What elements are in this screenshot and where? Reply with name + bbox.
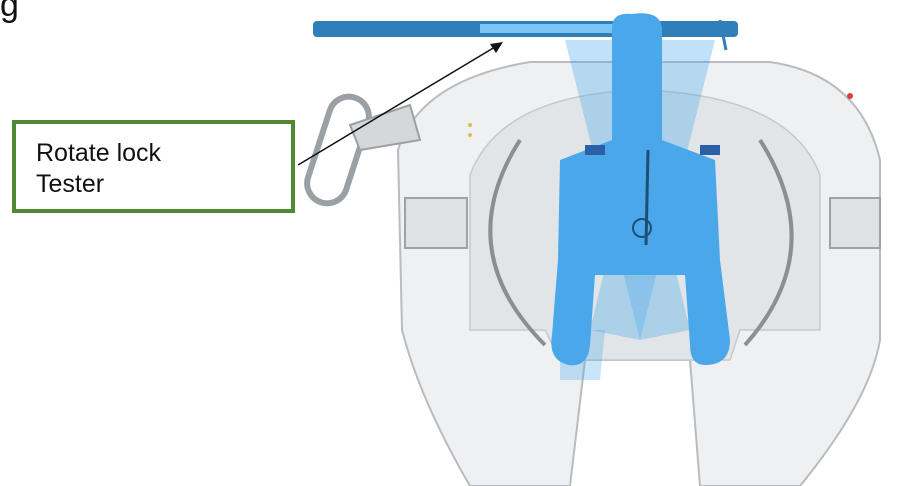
callout-line-2: Tester — [36, 170, 105, 198]
callout-box: Rotate lock Tester — [12, 120, 295, 213]
tester-tool-icon — [313, 13, 738, 380]
left-pin — [404, 197, 468, 249]
right-pin — [829, 197, 881, 249]
shackle-icon — [304, 93, 422, 207]
callout-text: Rotate lock Tester — [36, 138, 161, 200]
callout-arrow — [297, 42, 503, 166]
callout-line-1: Rotate lock — [36, 139, 162, 167]
heading-fragment: g — [0, 0, 19, 24]
